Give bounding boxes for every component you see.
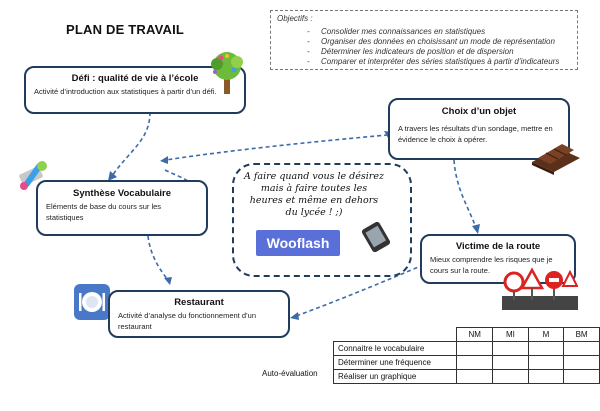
activity-box-defi[interactable]: Défi : qualité de vie à l’école Activité…: [24, 66, 246, 114]
arrowhead: [160, 156, 168, 164]
connector-defi-synthese: [111, 111, 151, 177]
activity-description: Activité d’analyse du fonctionnement d’u…: [118, 311, 257, 331]
self-evaluation-label: Auto-évaluation: [262, 369, 318, 378]
rating-cell[interactable]: [527, 355, 565, 370]
rating-cell[interactable]: [527, 369, 565, 384]
center-reminder-box: A faire quand vous le désirez mais à fai…: [232, 163, 412, 277]
rating-cell[interactable]: [563, 355, 600, 370]
row-label: Connaitre le vocabulaire: [332, 341, 458, 356]
smartphone-icon: [361, 221, 391, 253]
activity-description: Mieux comprendre les risques que je cour…: [430, 255, 553, 275]
connector-victime-restaurant: [295, 261, 431, 317]
arrowhead: [290, 312, 299, 320]
table-row: Déterminer une fréquence: [332, 355, 600, 370]
arrowhead: [472, 224, 480, 234]
activity-title: Synthèse Vocabulaire: [72, 188, 172, 199]
column-header: BM: [563, 327, 600, 342]
rating-cell[interactable]: [492, 355, 529, 370]
activity-description: Activité d’introduction aux statistiques…: [34, 87, 217, 96]
tree-icon: [211, 52, 243, 94]
rating-cell[interactable]: [456, 341, 494, 356]
activity-title: Restaurant: [174, 297, 224, 308]
arrowhead: [164, 277, 172, 285]
connector-choix-victime: [453, 159, 477, 229]
table-corner: [334, 328, 457, 342]
rating-cell[interactable]: [492, 341, 529, 356]
activity-box-choix[interactable]: Choix d’un objet A travers les résultats…: [388, 98, 570, 160]
objective-item: Comparer et interpréter des séries stati…: [307, 57, 571, 67]
chocolate-icon: [532, 144, 580, 175]
rating-cell[interactable]: [563, 369, 600, 384]
self-evaluation-table: NM MI M BM Connaitre le vocabulaire Déte…: [332, 327, 600, 384]
rating-cell[interactable]: [456, 355, 494, 370]
road-signs-icon: [502, 267, 578, 310]
activity-title: Défi : qualité de vie à l’école: [71, 73, 199, 84]
objectives-heading: Objectifs :: [277, 14, 313, 23]
wooflash-logo[interactable]: Wooflash: [256, 230, 340, 256]
table-row: Réaliser un graphique: [332, 369, 600, 384]
reminder-text: A faire quand vous le désirez mais à fai…: [244, 171, 384, 218]
connector-choix-center: [165, 134, 389, 161]
arrowhead: [108, 171, 117, 181]
activity-box-synthese[interactable]: Synthèse Vocabulaire Eléments de base du…: [36, 180, 208, 236]
activity-box-restaurant[interactable]: Restaurant Activité d’analyse du fonctio…: [108, 290, 290, 338]
activity-description: Eléments de base du cours sur les statis…: [46, 202, 162, 222]
activity-title: Victime de la route: [455, 241, 541, 252]
tools-icon: [19, 161, 47, 190]
page-title: PLAN DE TRAVAIL: [66, 22, 185, 37]
row-label: Déterminer une fréquence: [332, 355, 458, 370]
row-label: Réaliser un graphique: [332, 369, 458, 384]
objective-item: Consolider mes connaissances en statisti…: [307, 27, 571, 37]
rating-cell[interactable]: [492, 369, 529, 384]
objectives-list: Consolider mes connaissances en statisti…: [277, 27, 571, 67]
rating-cell[interactable]: [563, 341, 600, 356]
activity-description: A travers les résultats d’un sondage, me…: [398, 124, 553, 144]
column-header: M: [527, 327, 565, 342]
column-header: NM: [456, 327, 494, 342]
connector-synthese-restaurant: [147, 235, 169, 281]
objectives-box: Objectifs : Consolider mes connaissances…: [270, 10, 578, 70]
column-header: MI: [492, 327, 529, 342]
table-row: Connaitre le vocabulaire: [332, 341, 600, 356]
activity-title: Choix d’un objet: [441, 106, 517, 117]
rating-cell[interactable]: [456, 369, 494, 384]
restaurant-plate-icon: [74, 284, 110, 320]
rating-cell[interactable]: [527, 341, 565, 356]
objective-item: Déterminer les indicateurs de position e…: [307, 47, 571, 57]
objective-item: Organiser des données en choisissant un …: [307, 37, 571, 47]
